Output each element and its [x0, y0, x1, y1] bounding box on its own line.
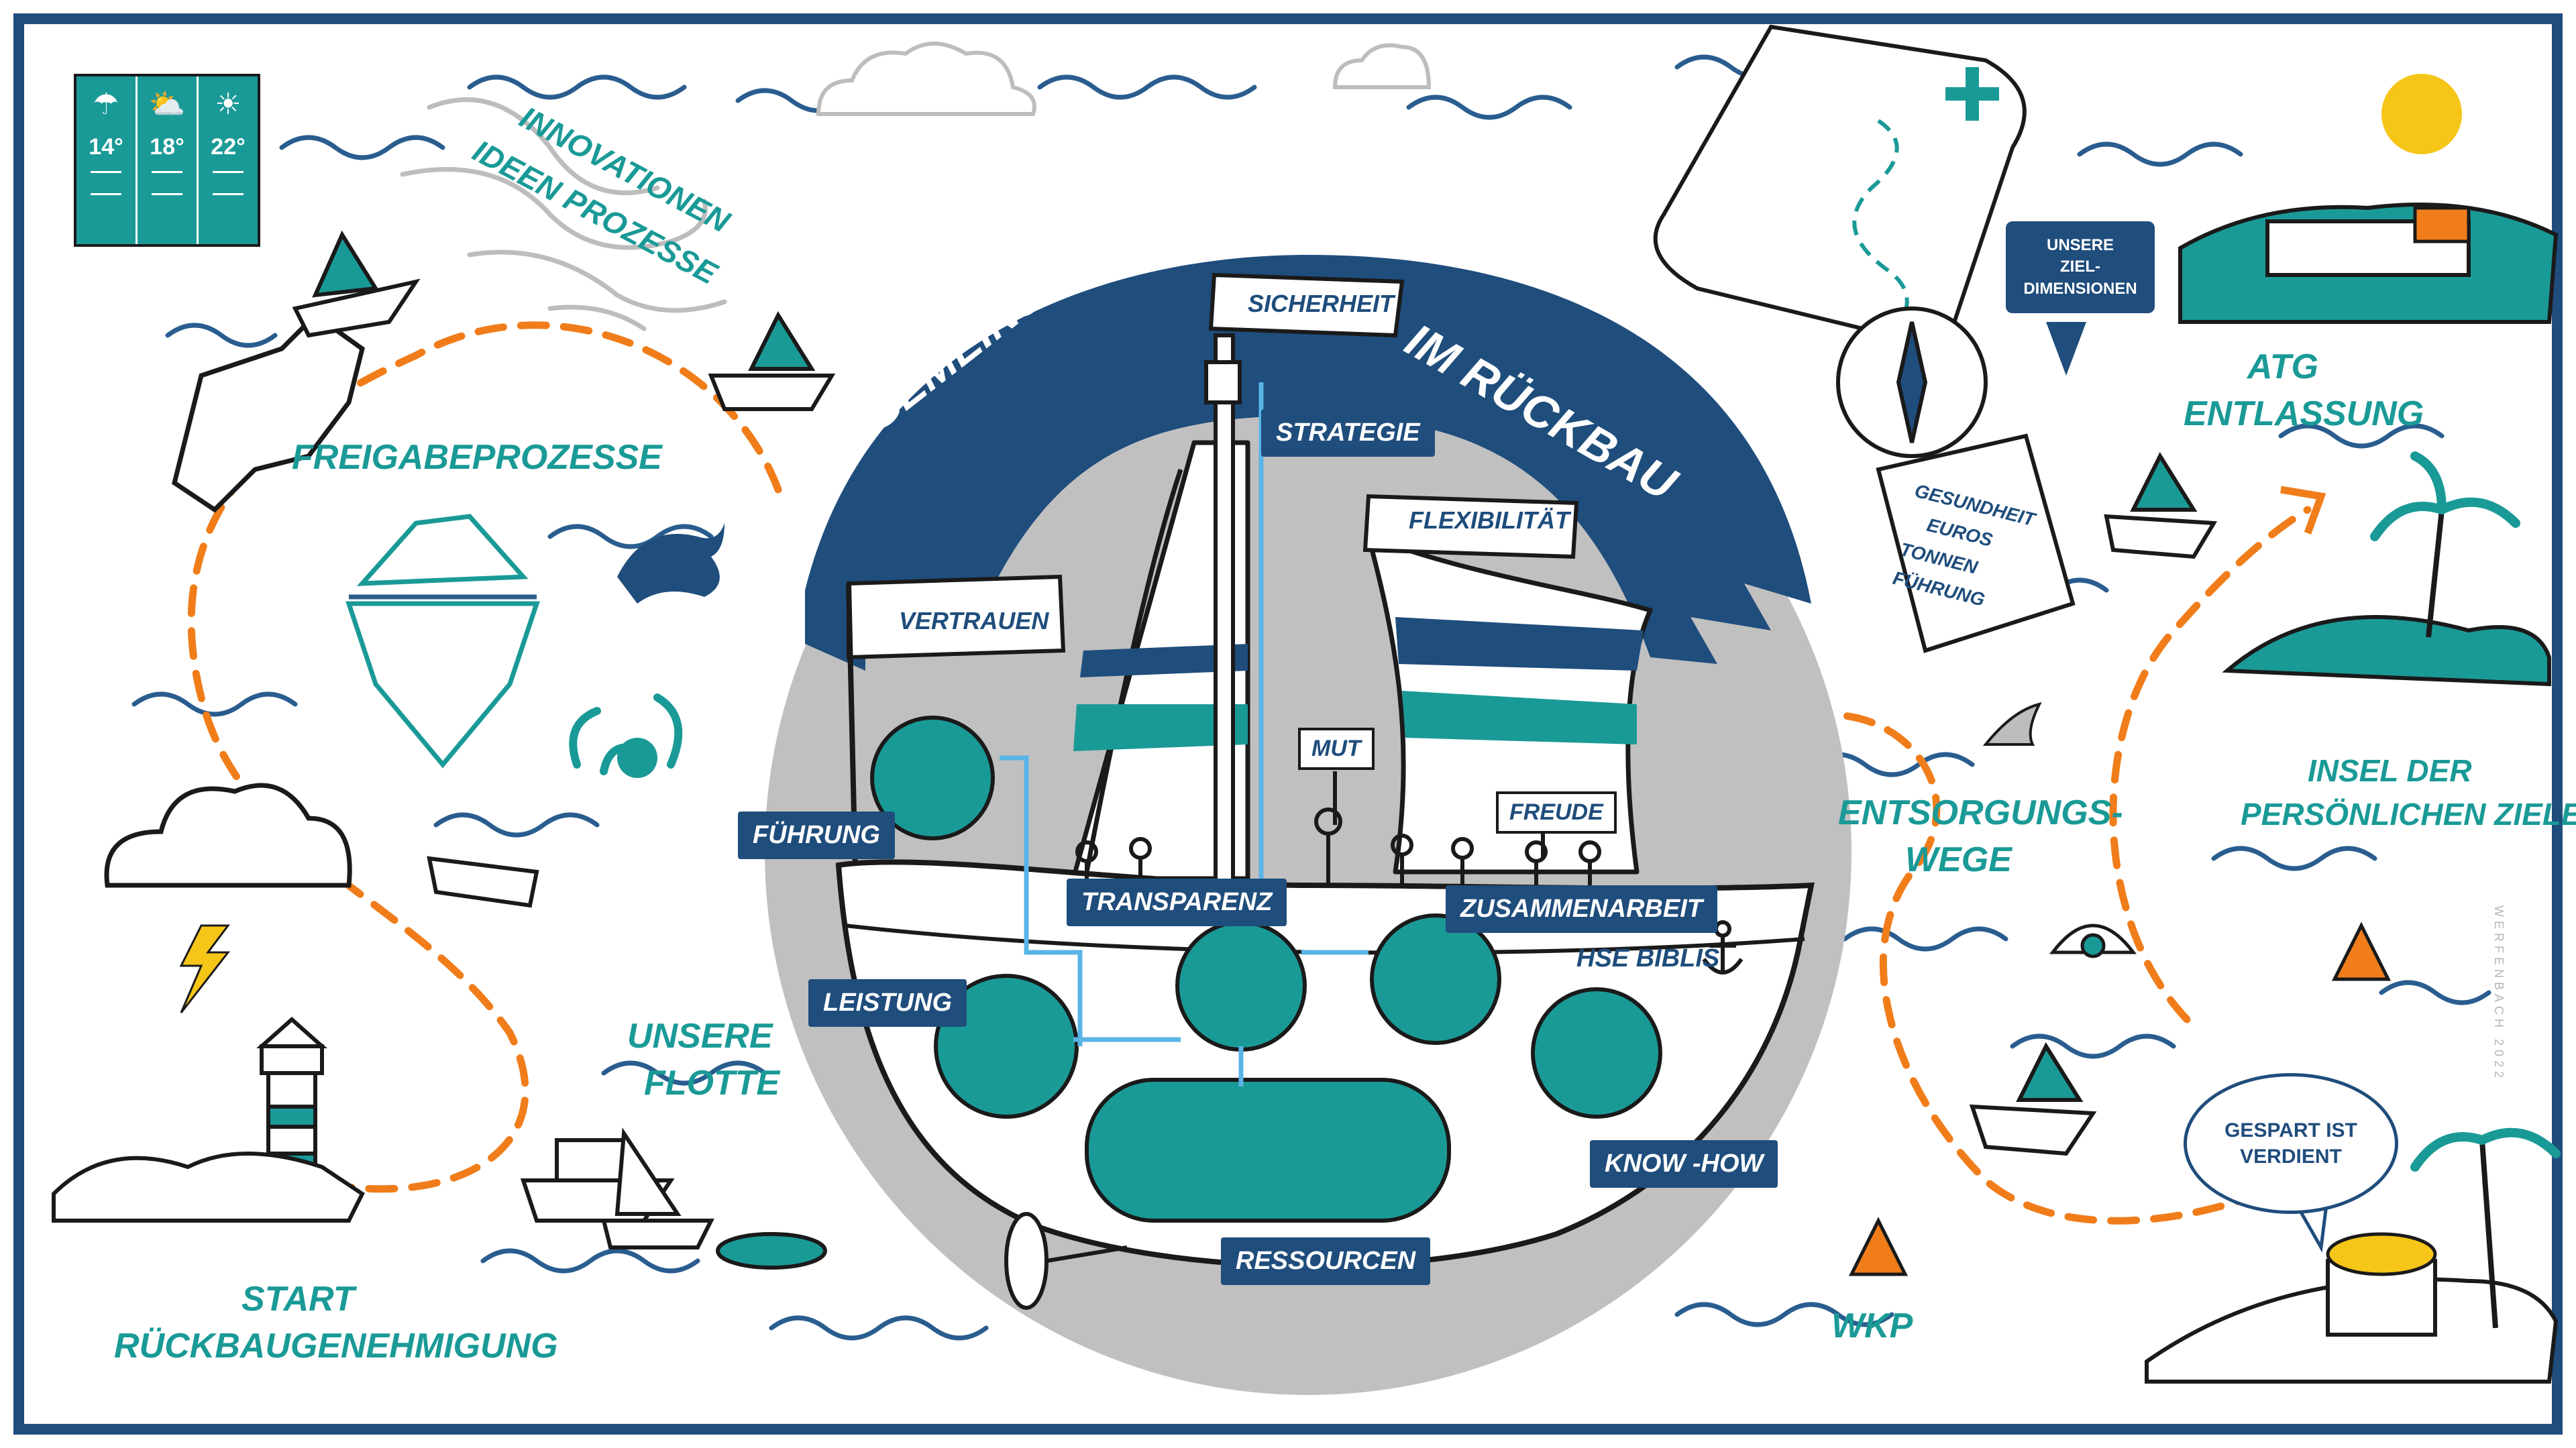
tag-strategie: STRATEGIE: [1261, 409, 1435, 457]
label-wege: WEGE: [1905, 840, 2012, 879]
sun-icon: ☀: [215, 88, 241, 121]
flag-flexibilitaet: [1362, 494, 1579, 559]
label-freigabeprozesse: FREIGABEPROZESSE: [292, 438, 662, 477]
plant-island: [2178, 74, 2559, 324]
label-start: START: [241, 1280, 355, 1319]
fleet-ships: [520, 1127, 827, 1270]
label-entlassung: ENTLASSUNG: [2184, 394, 2424, 433]
weather-temp-2: 18°: [150, 134, 184, 160]
speech-line-1: GESPART IST: [2224, 1119, 2357, 1141]
cliff-left: [172, 312, 365, 513]
weather-temp-1: 14°: [89, 134, 123, 160]
clouds-top: [816, 42, 1432, 116]
small-sailboats: [292, 230, 2218, 1156]
cloud-rain-icon: ☂: [93, 88, 119, 121]
treasure-island: [2145, 1127, 2561, 1384]
map-frame: [13, 13, 2563, 1435]
wave-lines-icon: [213, 171, 244, 195]
sail-stripe-navy-1: [1080, 644, 1248, 677]
sail-stripe-navy-2: [1395, 617, 1644, 671]
weather-temp-3: 22°: [211, 134, 246, 160]
sail-stripe-teal-1: [1073, 704, 1248, 751]
title-banner-arc: [805, 255, 1811, 671]
sail-stripe-teal-2: [1402, 691, 1637, 744]
flag-text-flexibilitaet: FLEXIBILITÄT: [1409, 506, 1570, 534]
weather-panel: ☂ 14° ⛅ 18° ☀ 22°: [74, 74, 260, 247]
sign-mut: MUT: [1298, 728, 1375, 770]
tag-ressourcen: RESSOURCEN: [1221, 1237, 1431, 1285]
buoys: [1848, 922, 2392, 1276]
ziel-dimensionen-bubble: UNSERE ZIEL- DIMENSIONEN: [2006, 221, 2155, 314]
wave-lines-icon: [91, 171, 121, 195]
label-entsorgungs: ENTSORGUNGS-: [1838, 793, 2123, 832]
route-arrowhead: [2280, 486, 2326, 535]
ship-rooms: [870, 716, 1662, 1223]
label-wkp: WKP: [1831, 1306, 1913, 1345]
tag-fuehrung: FÜHRUNG: [738, 812, 895, 859]
label-atg: ATG: [2247, 347, 2318, 386]
bubble-line-1: UNSERE: [2046, 236, 2114, 254]
weather-day-2: ⛅ 18°: [138, 76, 199, 244]
iceberg: [345, 514, 540, 769]
label-flotte: FLOTTE: [644, 1064, 780, 1103]
speech-line-2: VERDIENT: [2240, 1146, 2342, 1168]
palm-island: [2222, 451, 2551, 687]
storm-cloud: [104, 783, 352, 1013]
weather-day-3: ☀ 22°: [199, 76, 258, 244]
treasure-map-scroll: [1653, 24, 2027, 351]
wind-swirls: [400, 97, 727, 331]
octopus-head: [617, 738, 657, 778]
compass: [1836, 307, 1988, 458]
weather-day-1: ☂ 14°: [76, 76, 138, 244]
crew-figures: [1075, 807, 1601, 885]
bubble-line-2: ZIEL-: [2060, 258, 2100, 276]
tag-leistung: LEISTUNG: [808, 979, 967, 1027]
speech-gespart: GESPART IST VERDIENT: [2184, 1073, 2398, 1214]
artist-watermark: WERFENBACH 2022: [2492, 905, 2506, 1082]
shell-pearl: [2049, 924, 2137, 958]
sign-freude: FREUDE: [1496, 791, 1617, 834]
label-insel-der: INSEL DER: [2308, 753, 2472, 788]
flag-text-sicherheit: SICHERHEIT: [1248, 290, 1395, 317]
bubble-line-3: DIMENSIONEN: [2023, 279, 2137, 298]
label-unsere: UNSERE: [627, 1017, 773, 1056]
tag-know-how: KNOW -HOW: [1590, 1140, 1778, 1188]
tag-transparenz: TRANSPARENZ: [1067, 879, 1287, 926]
goal-card: [1876, 433, 2076, 653]
propeller-icon: [1004, 1212, 1128, 1310]
start-island: [52, 1152, 365, 1223]
cloud-sun-icon: ⛅: [148, 88, 186, 121]
ship-mast: [1214, 333, 1235, 887]
flag-sicherheit: [1208, 272, 1405, 338]
wave-lines-icon: [152, 171, 182, 195]
label-persoenlichen-ziele: PERSÖNLICHEN ZIELE: [2241, 797, 2576, 832]
route-dashed: [187, 321, 2359, 1225]
tag-zusammenarbeit: ZUSAMMENARBEIT: [1446, 885, 1717, 933]
dolphin: [617, 523, 724, 604]
shark-fin: [1982, 702, 2042, 746]
label-hse-biblis: HSE BIBLIS: [1576, 944, 1720, 972]
label-rueckbaugenehmigung: RÜCKBAUGENEHMIGUNG: [114, 1327, 558, 1366]
bubble-tail: [2046, 322, 2086, 376]
flag-text-vertrauen: VERTRAUEN: [899, 607, 1049, 634]
crows-nest: [1204, 360, 1242, 404]
